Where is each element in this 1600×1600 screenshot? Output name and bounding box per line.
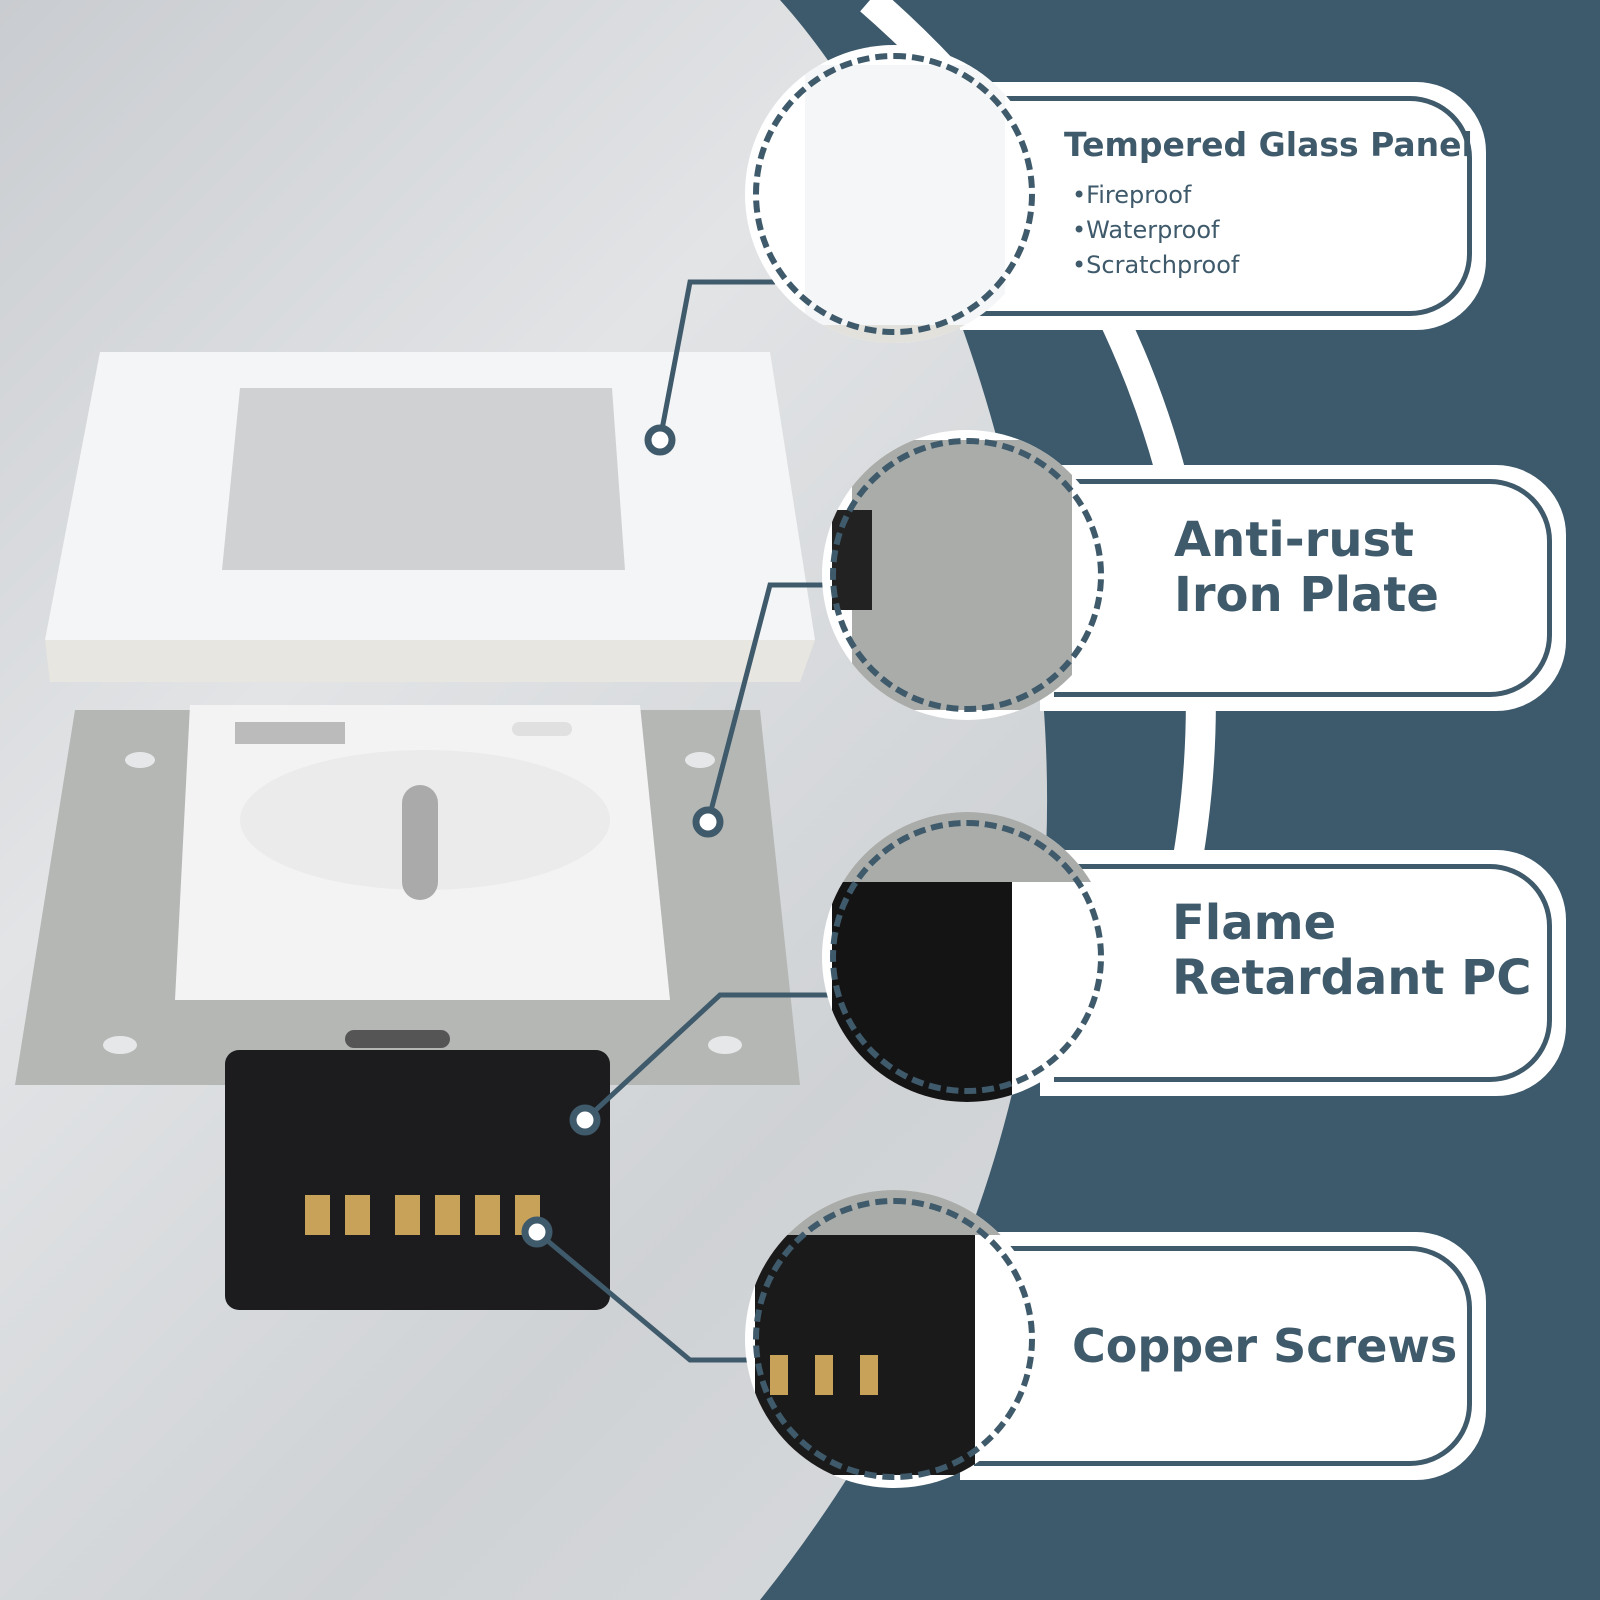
callout-iron-plate: Anti-rust Iron Plate	[1040, 465, 1566, 711]
feature-item: •Waterproof	[1072, 216, 1220, 244]
leader-lines	[535, 279, 840, 1363]
zoom-circle-glass	[745, 45, 1043, 343]
zoom-circle-pc	[822, 812, 1112, 1102]
callout-title: Tempered Glass Panel	[1064, 125, 1473, 164]
callout-title: Copper Screws	[1072, 1319, 1458, 1373]
zoom-circle-screws	[745, 1190, 1043, 1488]
feature-item: •Fireproof	[1072, 181, 1192, 209]
title-line: Flame	[1172, 895, 1337, 951]
zoom-circle-iron-plate	[822, 430, 1112, 720]
feature-item: •Scratchproof	[1072, 251, 1240, 279]
callout-title: Anti-rust Iron Plate	[1174, 512, 1439, 624]
callout-tempered-glass: Tempered Glass Panel •Fireproof •Waterpr…	[960, 82, 1486, 330]
callout-copper-screws: Copper Screws	[960, 1232, 1486, 1480]
title-line: Retardant PC	[1172, 950, 1532, 1007]
feature-list: •Fireproof •Waterproof •Scratchproof	[1072, 178, 1239, 283]
callout-flame-retardant: Flame Retardant PC	[1040, 850, 1566, 1096]
glass-panel-image	[45, 352, 815, 682]
title-line: Iron Plate	[1174, 567, 1439, 624]
title-line: Anti-rust	[1174, 512, 1414, 568]
callout-title: Flame Retardant PC	[1172, 895, 1532, 1007]
socket-module-image	[175, 705, 670, 1310]
